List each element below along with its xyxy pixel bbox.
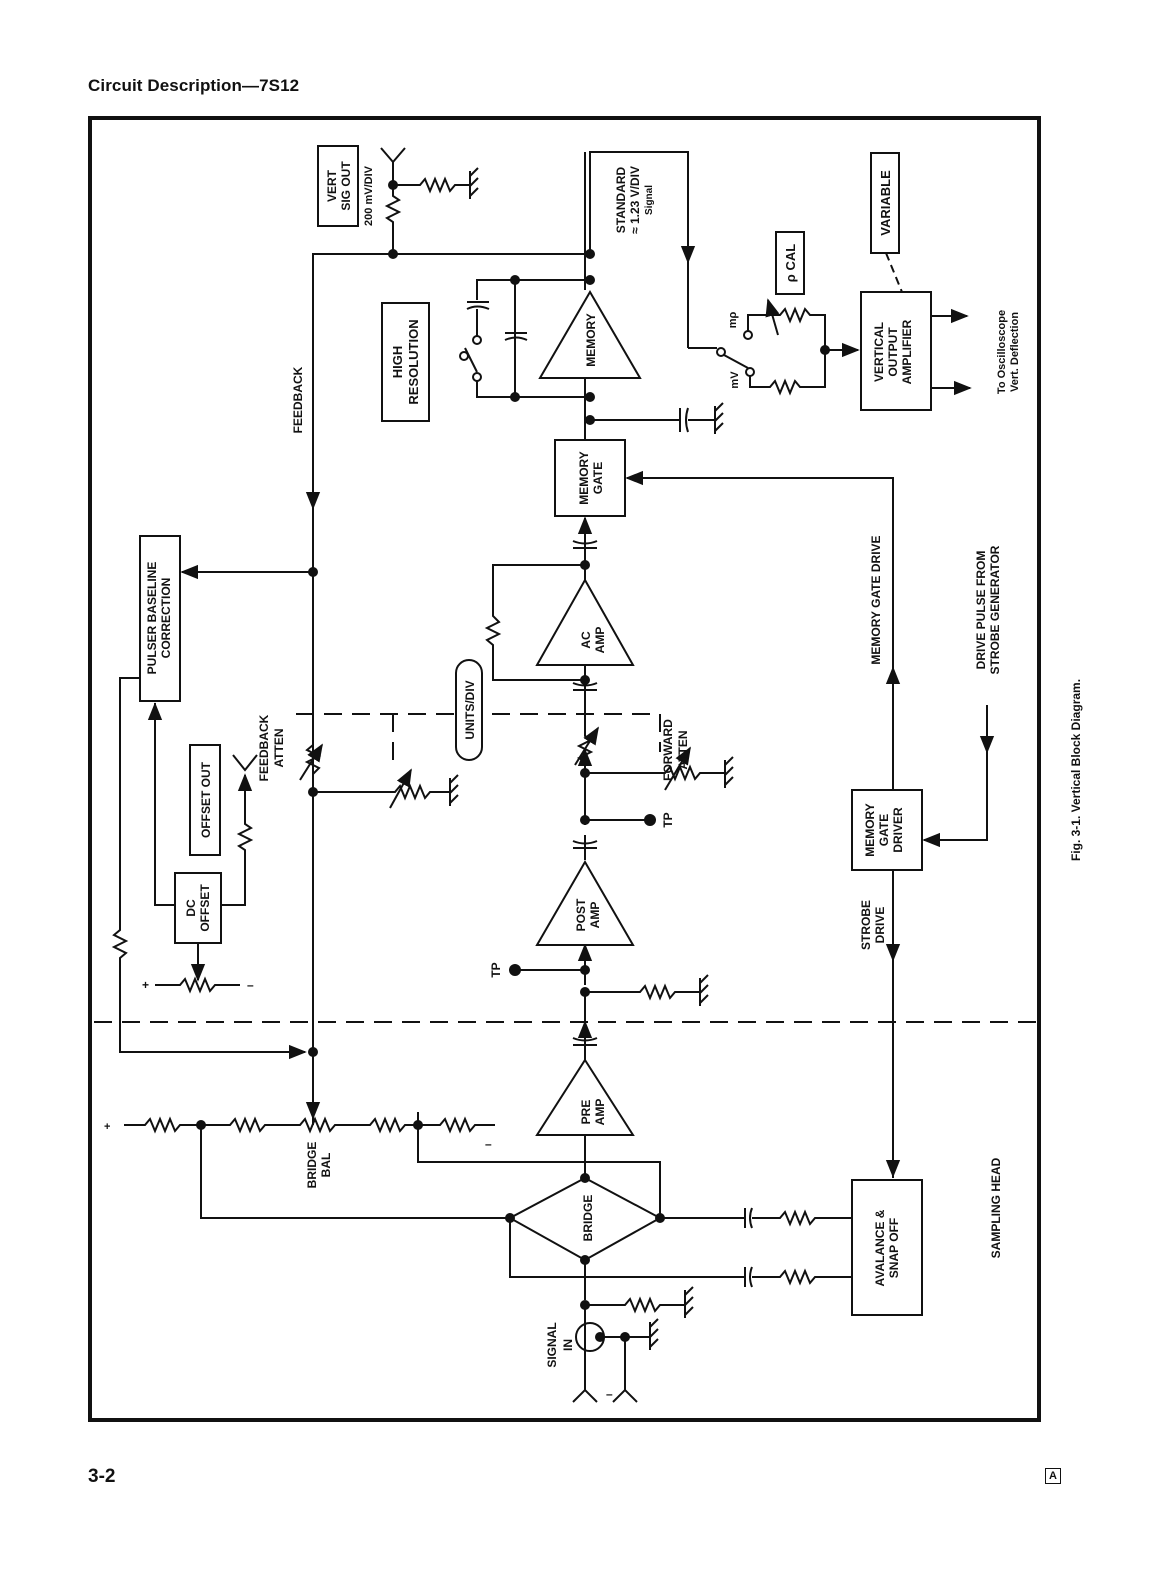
avalanche-snap-off-block [851,1179,923,1316]
strobe-drive-label: STROBEDRIVE [859,900,887,950]
memory-amp-block [538,290,642,379]
bridge-bal-label: BRIDGEBAL [305,1142,333,1189]
rho-cal-control[interactable] [775,231,805,295]
pre-amp-label: PREAMP [579,1099,607,1126]
avalanche-couplings [744,1207,852,1288]
ac-amp-label: ACAMP [579,627,607,654]
revision-mark: A [1045,1468,1061,1484]
mv-label: mV [729,371,741,389]
variable-control[interactable] [870,152,900,254]
offset-out-connector[interactable] [189,744,221,856]
post-amp-block [535,860,635,946]
vert-sig-out-label: VERTSIG OUT [325,161,353,211]
high-resolution-button[interactable] [381,302,430,422]
dc-offset-plus: + [142,978,149,992]
page-number: 3-2 [88,1466,116,1487]
vert-sig-out-connector[interactable] [317,145,359,227]
memory-gate-driver-label: MEMORYGATEDRIVER [863,803,905,857]
ac-amp-block [535,577,635,666]
dc-offset-block [174,872,222,944]
forward-atten-label: FORWARDATTEN [661,719,690,781]
offset-out-label: OFFSET OUT [199,761,213,838]
pulser-baseline-correction-block [139,535,181,702]
memory-gate-drive-label: MEMORY GATE DRIVE [869,535,883,664]
vert-out-scale-label: 200 mV/DIV [363,165,375,226]
bridge-balance-network [124,1052,495,1134]
bridge-plus: + [104,1121,110,1133]
tp-lower-label: TP [489,962,503,977]
bridge-label: BRIDGE [581,1195,595,1242]
pulser-baseline-label: PULSER BASELINECORRECTION [145,562,173,675]
sampling-head-label: SAMPLING HEAD [989,1157,1003,1258]
m-rho-label: mρ [727,312,739,329]
vertical-output-amplifier-block [860,291,932,411]
memory-amp-label: MEMORY [584,313,598,367]
page-header: Circuit Description—7S12 [88,76,300,95]
rho-cal-label: ρ CAL [783,244,798,282]
vertical-output-amplifier-label: VERTICALOUTPUTAMPLIFIER [872,319,914,384]
memory-gate-label: MEMORYGATE [577,451,605,505]
tp-upper-label: TP [661,812,675,827]
signal-minus: – [606,1387,613,1401]
bridge-minus: – [485,1137,492,1151]
diagram-frame [88,116,1041,1422]
variable-label: VARIABLE [878,170,893,236]
dc-offset-minus: – [247,978,254,992]
memory-gate-driver-block [851,789,923,871]
high-resolution-label: HIGHRESOLUTION [390,319,421,404]
pre-amp-block [535,1058,635,1136]
feedback-loop-wire [312,253,590,1125]
to-oscilloscope-label: To OscilloscopeVert. Deflection [996,310,1021,394]
feedback-label: FEEDBACK [291,366,305,433]
feedback-atten-label: FEEDBACKATTEN [257,714,286,781]
figure-caption: Fig. 3-1. Vertical Block Diagram. [1069,679,1083,861]
post-amp-label: POSTAMP [574,898,602,931]
drive-pulse-label: DRIVE PULSE FROMSTROBE GENERATOR [974,545,1002,674]
units-div-control[interactable] [455,659,483,761]
dc-offset-label: DCOFFSET [184,884,212,932]
avalanche-label: AVALANCE &SNAP OFF [873,1209,901,1286]
memory-gate-block [554,439,626,517]
units-div-label: UNITS/DIV [463,680,477,739]
